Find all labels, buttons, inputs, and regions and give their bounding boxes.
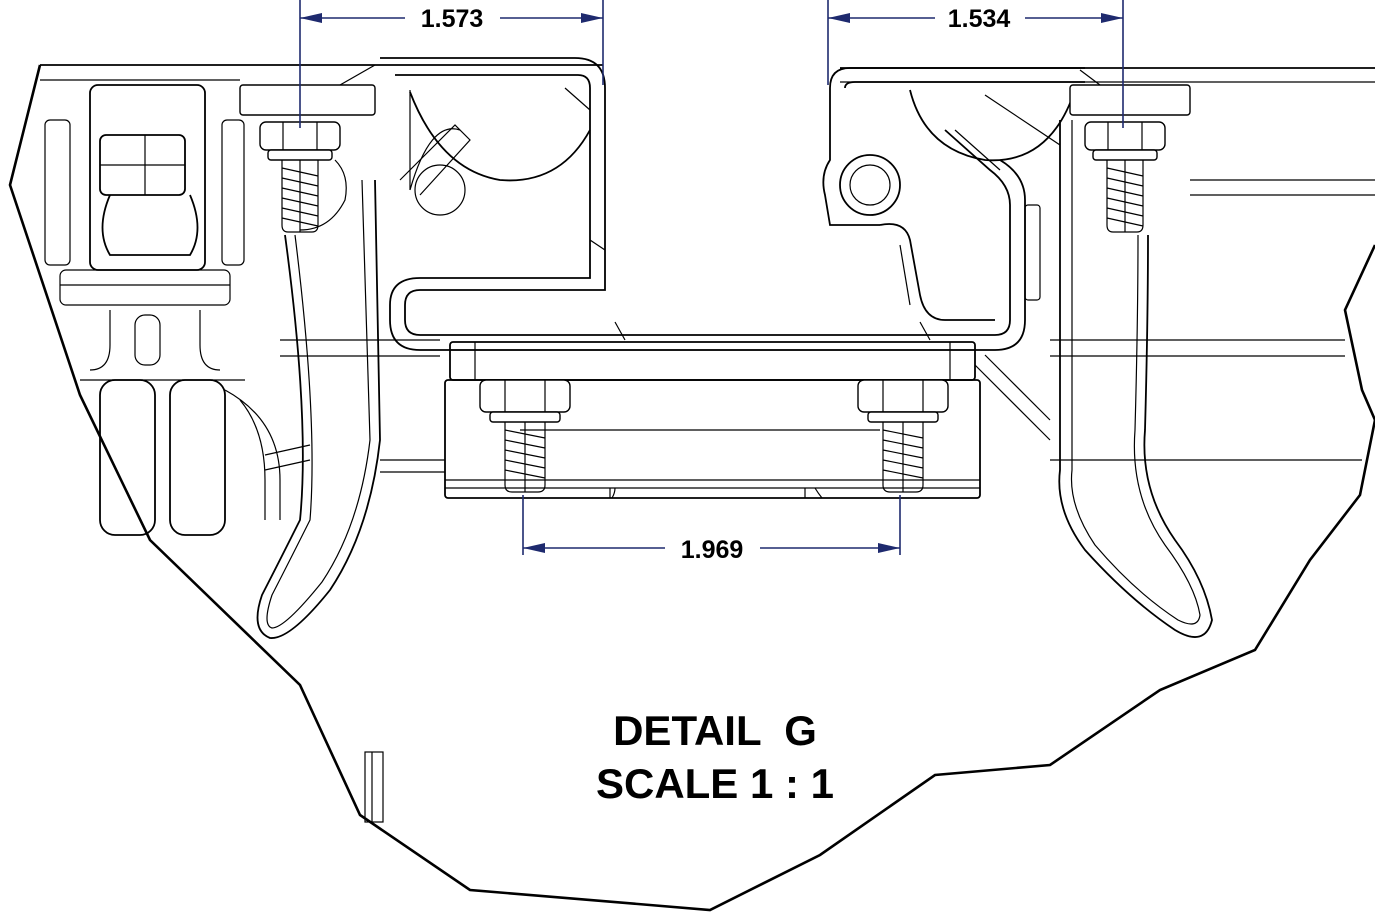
- right-top-bolt: [1069, 84, 1191, 233]
- section-lines: [264, 64, 1101, 471]
- left-round-boss: [409, 91, 591, 216]
- left-top-bolt: [239, 84, 376, 233]
- latch-assembly: [44, 84, 281, 536]
- dimension-label-right-top: 1.534: [948, 5, 1011, 33]
- main-frame: [40, 64, 1375, 473]
- dimension-right-top: 1.534: [827, 0, 1124, 128]
- lower-clamp-block: [444, 341, 981, 499]
- right-lever: [1058, 120, 1213, 638]
- dimension-label-bottom: 1.969: [681, 536, 744, 564]
- detail-title: DETAIL G: [613, 707, 817, 754]
- right-bracket: [822, 67, 1085, 321]
- dimension-bottom: 1.969: [522, 495, 901, 564]
- detail-scale: SCALE 1 : 1: [596, 760, 834, 807]
- lower-left-fragment: [364, 751, 384, 823]
- u-channel-bracket: [380, 57, 1026, 351]
- left-lever: [256, 159, 381, 639]
- lower-right-bolt: [857, 379, 949, 493]
- lower-left-bolt: [479, 379, 571, 493]
- detail-boundary: [8, 64, 1375, 912]
- dimension-left-top: 1.573: [299, 0, 604, 128]
- dimension-label-left-top: 1.573: [421, 5, 484, 33]
- detail-boundary-right: [1343, 244, 1375, 421]
